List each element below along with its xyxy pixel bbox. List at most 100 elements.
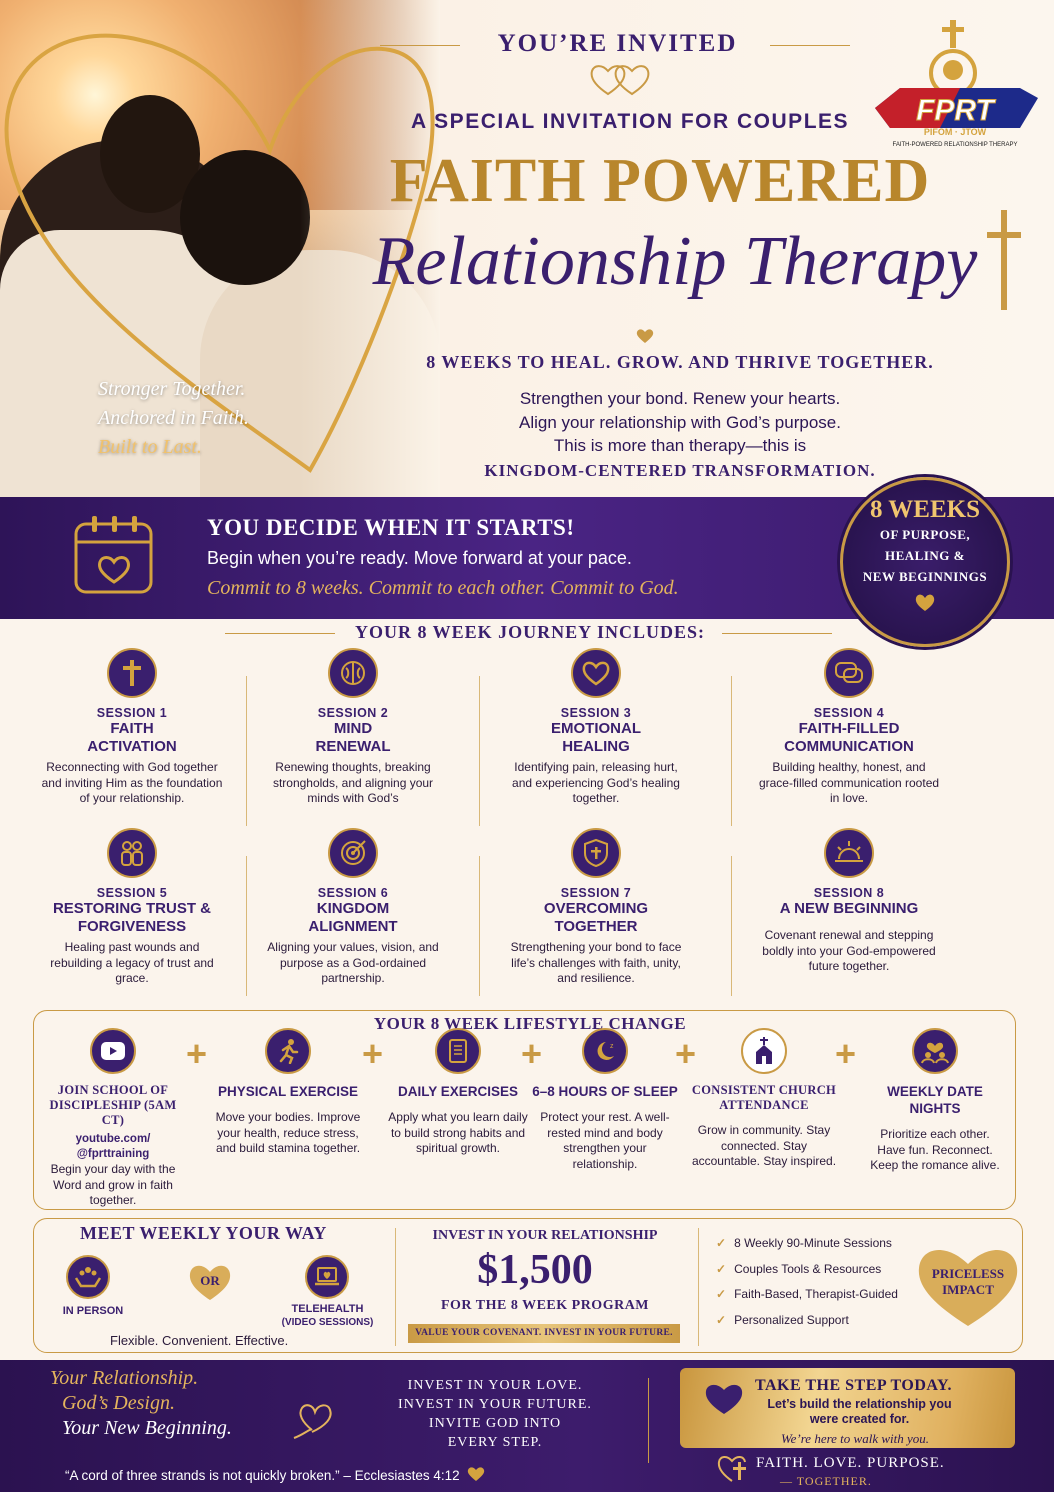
session-card: SESSION 2 MIND RENEWAL Renewing thoughts… — [238, 648, 468, 807]
divider — [722, 633, 832, 634]
heart-icon — [636, 329, 654, 343]
kingdom-text: KINGDOM-CENTERED TRANSFORMATION. — [484, 461, 876, 480]
couple-photo — [0, 0, 440, 497]
heart-icon — [293, 1404, 332, 1439]
divider — [380, 45, 460, 46]
begin-text: Begin when you’re ready. Move forward at… — [207, 548, 632, 568]
scripture-quote: “A cord of three strands is not quickly … — [65, 1466, 485, 1483]
plus-icon: + — [521, 1033, 543, 1074]
cta-walk: We’re here to walk with you. — [780, 1431, 930, 1446]
session-card: SESSION 6 KINGDOM ALIGNMENT Aligning you… — [238, 828, 468, 987]
heart-icon — [571, 648, 621, 698]
title-relationship-therapy: Relationship Therapy — [372, 223, 978, 300]
eight-weeks-badge: 8 WEEKS OF PURPOSE, HEALING & NEW BEGINN… — [840, 477, 1010, 647]
list-item: ✓Personalized Support — [716, 1312, 849, 1327]
weeks-tagline: 8 WEEKS TO HEAL. GROW. AND THRIVE TOGETH… — [426, 352, 934, 372]
lifestyle-box — [33, 1010, 1016, 1210]
play-icon — [90, 1028, 136, 1074]
hands-icon — [66, 1255, 110, 1299]
in-person-label: IN PERSON — [62, 1305, 124, 1317]
cta-text: Let’s build the relationship you were cr… — [767, 1397, 952, 1426]
svg-text:FPRT: FPRT — [916, 94, 996, 127]
list-item: ✓8 Weekly 90-Minute Sessions — [716, 1236, 892, 1250]
priceless-heart — [918, 1250, 1018, 1326]
heart-cross-icon — [717, 1456, 746, 1482]
session-card: SESSION 7 OVERCOMING TOGETHER Strengthen… — [481, 828, 711, 987]
gold-heart-outline — [4, 33, 435, 473]
special-invitation: A SPECIAL INVITATION FOR COUPLES — [410, 110, 850, 133]
calendar-icon — [74, 516, 153, 594]
lifestyle-item: CONSISTENT CHURCH ATTENDANCE Grow in com… — [689, 1028, 839, 1170]
value-bar: VALUE YOUR COVENANT. INVEST IN YOUR FUTU… — [408, 1324, 680, 1343]
plus-icon: + — [835, 1033, 857, 1074]
fprt-logo: FPRT PIFOM · JTOW FAITH-POWERED RELATION… — [875, 20, 1038, 148]
runner-icon — [265, 1028, 311, 1074]
footer-script: Your Relationship. God’s Design. Your Ne… — [50, 1367, 232, 1439]
chat-icon — [824, 648, 874, 698]
divider — [225, 633, 335, 634]
invest-heading: INVEST IN YOUR RELATIONSHIP — [432, 1228, 658, 1243]
cross-icon — [987, 210, 1021, 310]
lifestyle-item: WEEKLY DATE NIGHTS Prioritize each other… — [860, 1028, 1010, 1174]
heart-icon — [915, 594, 935, 611]
faith-love-purpose: FAITH. LOVE. PURPOSE. — [756, 1455, 945, 1471]
sunrise-icon — [824, 828, 874, 878]
options-box — [33, 1218, 1023, 1353]
priceless-label: PRICELESS IMPACT — [931, 1266, 1005, 1297]
session-card: SESSION 4 FAITH-FILLED COMMUNICATION Bui… — [734, 648, 964, 807]
intro-text: Strengthen your bond. Renew your hearts.… — [519, 389, 841, 455]
shield-icon — [571, 828, 621, 878]
notebook-icon — [435, 1028, 481, 1074]
brain-icon — [328, 648, 378, 698]
check-icon: ✓ — [716, 1312, 727, 1327]
cross-icon — [107, 648, 157, 698]
svg-text:FAITH-POWERED RELATIONSHIP THE: FAITH-POWERED RELATIONSHIP THERAPY — [892, 142, 1017, 148]
check-icon: ✓ — [716, 1236, 727, 1250]
lifestyle-item: z 6–8 HOURS OF SLEEP Protect your rest. … — [530, 1028, 680, 1172]
couple-icon — [107, 828, 157, 878]
list-item: ✓Couples Tools & Resources — [716, 1261, 882, 1276]
church-icon — [741, 1028, 787, 1074]
cta-heading: TAKE THE STEP TODAY. — [755, 1377, 953, 1394]
session-card: SESSION 3 EMOTIONAL HEALING Identifying … — [481, 648, 711, 807]
title-faith-powered: FAITH POWERED — [389, 147, 931, 215]
svg-text:z: z — [610, 1043, 614, 1050]
session-card: SESSION 8 A NEW BEGINNING Covenant renew… — [734, 828, 964, 975]
svg-text:PIFOM · JTOW: PIFOM · JTOW — [924, 127, 987, 137]
rings-icon — [590, 65, 650, 96]
check-icon: ✓ — [716, 1261, 727, 1276]
journey-heading: YOUR 8 WEEK JOURNEY INCLUDES: — [354, 622, 706, 642]
session-card: SESSION 5 RESTORING TRUST & FORGIVENESS … — [17, 828, 247, 987]
laptop-heart-icon — [305, 1255, 349, 1299]
invited-heading: YOU’RE INVITED — [497, 30, 738, 57]
moon-icon: z — [582, 1028, 628, 1074]
cta-card[interactable] — [680, 1368, 1015, 1448]
plus-icon: + — [362, 1033, 384, 1074]
svg-text:OR: OR — [200, 1273, 220, 1288]
or-heart: OR — [189, 1265, 231, 1300]
plus-icon: + — [675, 1033, 697, 1074]
lifestyle-item: JOIN SCHOOL OF DISCIPLESHIP (5AM CT) you… — [38, 1028, 188, 1209]
price: $1,500 — [477, 1247, 593, 1293]
list-item: ✓Faith-Based, Therapist-Guided — [716, 1287, 898, 1301]
heart-icon — [468, 1467, 485, 1481]
photo-tagline: Stronger Together. Anchored in Faith. Bu… — [98, 378, 249, 458]
date-icon — [912, 1028, 958, 1074]
check-icon: ✓ — [716, 1287, 727, 1301]
hero-section — [0, 0, 1054, 497]
telehealth-label: TELEHEALTH (VIDEO SESSIONS) — [281, 1303, 374, 1328]
lifestyle-item: DAILY EXERCISES Apply what you learn dai… — [383, 1028, 533, 1157]
divider — [770, 45, 850, 46]
youtube-link[interactable]: youtube.com/ @fprttraining — [75, 1133, 151, 1160]
meet-heading: MEET WEEKLY YOUR WAY — [80, 1223, 327, 1243]
meet-tagline: Flexible. Convenient. Effective. — [110, 1333, 289, 1348]
lifestyle-item: PHYSICAL EXERCISE Move your bodies. Impr… — [213, 1028, 363, 1157]
feature-list: ✓8 Weekly 90-Minute Sessions ✓Couples To… — [716, 1236, 898, 1338]
decide-heading: YOU DECIDE WHEN IT STARTS! — [207, 515, 575, 540]
together-label: — TOGETHER. — [780, 1474, 872, 1488]
target-icon — [328, 828, 378, 878]
heart-icon — [705, 1384, 743, 1414]
program-label: FOR THE 8 WEEK PROGRAM — [440, 1298, 650, 1313]
session-card: SESSION 1 FAITH ACTIVATION Reconnecting … — [17, 648, 247, 807]
footer-middle: INVEST IN YOUR LOVE. INVEST IN YOUR FUTU… — [398, 1378, 592, 1450]
